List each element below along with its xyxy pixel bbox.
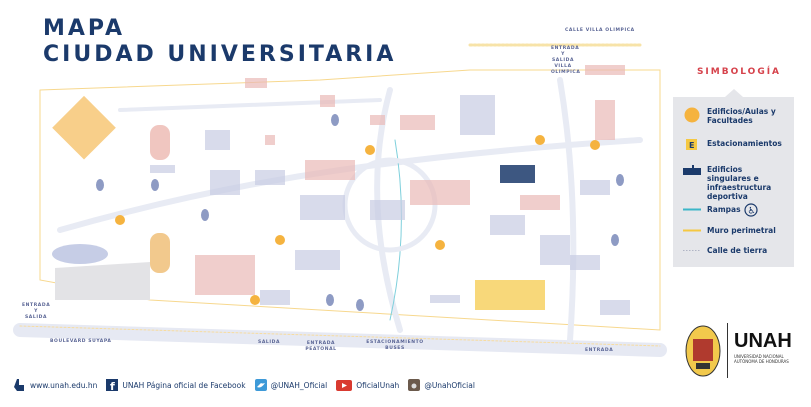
map-label-salida: SALIDA: [258, 340, 281, 345]
campus-building[interactable]: [400, 115, 435, 130]
campus-building[interactable]: [460, 95, 495, 135]
tree-icon: [616, 174, 624, 186]
campus-building[interactable]: [320, 95, 335, 107]
track-south: [150, 233, 170, 273]
legend-item-dirt-road: Calle de tierra: [683, 246, 767, 255]
twitter-icon: [254, 379, 267, 391]
building-marker[interactable]: [590, 140, 600, 150]
legend: Edificios/Aulas y Facultades E Estaciona…: [673, 89, 794, 267]
pointing-hand-icon: [14, 379, 26, 391]
campus-building[interactable]: [305, 160, 355, 180]
youtube-icon: [336, 379, 353, 391]
tree-icon: [331, 114, 339, 126]
campus-building[interactable]: [195, 255, 255, 295]
instagram-icon: [408, 379, 421, 391]
yellow-line-icon: [683, 226, 701, 235]
tree-icon: [326, 294, 334, 306]
dotted-line-icon: [683, 246, 701, 255]
instagram-link[interactable]: @UnahOficial: [408, 379, 475, 391]
tree-icon: [611, 234, 619, 246]
campus-building[interactable]: [370, 200, 405, 220]
hatched-field: [55, 262, 150, 300]
campus-building[interactable]: [260, 290, 290, 305]
tree-icon: [201, 209, 209, 221]
stadium: [52, 244, 108, 264]
legend-item-singular-buildings: Edificios singulares e infraestructura d…: [683, 165, 787, 201]
campus-building[interactable]: [520, 195, 560, 210]
campus-building[interactable]: [205, 130, 230, 150]
campus-building[interactable]: [150, 165, 175, 173]
unah-wordmark: UNAH: [734, 330, 792, 352]
legend-title: SIMBOLOGÍA: [696, 67, 782, 77]
logo-divider: [727, 323, 728, 378]
campus-building[interactable]: [370, 115, 385, 125]
tree-icon: [151, 179, 159, 191]
legend-item-ramps: Rampas ♿: [683, 202, 758, 221]
campus-building[interactable]: [570, 255, 600, 270]
map-label-entrada-villa-olimpica: ENTRADA Y SALIDA VILLA OLIMPICA: [551, 46, 581, 75]
facebook-icon: f: [106, 379, 119, 391]
campus-building[interactable]: [295, 250, 340, 270]
campus-building[interactable]: [245, 78, 267, 88]
tree-icon: [356, 299, 364, 311]
orange-circle-icon: [683, 107, 701, 123]
campus-map[interactable]: [0, 0, 670, 370]
unah-seal-logo: [685, 325, 721, 377]
soccer-field: [52, 95, 116, 160]
building-marker[interactable]: [275, 235, 285, 245]
campus-building[interactable]: [580, 180, 610, 195]
title-line-2: CIUDAD UNIVERSITARIA: [43, 42, 397, 67]
campus-building[interactable]: [255, 170, 285, 185]
unah-subtitle: UNIVERSIDAD NACIONAL AUTÓNOMA DE HONDURA…: [734, 354, 789, 364]
wheelchair-icon: ♿: [743, 202, 758, 221]
map-label-entrada: ENTRADA: [585, 348, 614, 353]
campus-building[interactable]: [300, 195, 345, 220]
campus-building[interactable]: [475, 280, 545, 310]
map-label-estacionamiento-buses: ESTACIONAMIENTO BUSES: [366, 340, 424, 351]
twitter-link[interactable]: @UNAH_Oficial: [254, 379, 327, 391]
svg-text:E: E: [689, 141, 694, 150]
boulevard-road: [13, 323, 667, 357]
campus-building[interactable]: [585, 65, 625, 75]
svg-text:f: f: [110, 380, 115, 391]
title-line-1: MAPA: [43, 16, 126, 41]
website-link[interactable]: www.unah.edu.hn: [14, 379, 97, 391]
svg-text:♿: ♿: [747, 207, 755, 217]
campus-building[interactable]: [500, 165, 535, 183]
building-marker[interactable]: [115, 215, 125, 225]
map-label-entrada-peatonal: ENTRADA PEATONAL: [305, 341, 337, 352]
building-marker[interactable]: [435, 240, 445, 250]
tree-icon: [96, 179, 104, 191]
building-marker[interactable]: [250, 295, 260, 305]
map-label-entrada-salida: ENTRADA Y SALIDA: [22, 303, 51, 320]
parking-e-icon: E: [683, 139, 701, 152]
building-marker[interactable]: [365, 145, 375, 155]
legend-item-buildings: Edificios/Aulas y Facultades: [683, 107, 794, 125]
campus-building[interactable]: [595, 100, 615, 140]
campus-building[interactable]: [410, 180, 470, 205]
campus-building[interactable]: [210, 170, 240, 195]
map-label-calle-villa-olimpica: CALLE VILLA OLIMPICA: [565, 28, 635, 33]
campus-building[interactable]: [540, 235, 570, 265]
legend-item-parking: E Estacionamientos: [683, 139, 782, 152]
teal-line-icon: [683, 205, 701, 214]
legend-item-wall: Muro perimetral: [683, 226, 776, 235]
building-silhouette-icon: [683, 165, 701, 175]
youtube-link[interactable]: OficialUnah: [336, 379, 399, 391]
map-label-boulevard: BOULEVARD SUYAPA: [50, 339, 112, 344]
campus-building[interactable]: [490, 215, 525, 235]
campus-building[interactable]: [265, 135, 275, 145]
campus-building[interactable]: [600, 300, 630, 315]
building-marker[interactable]: [535, 135, 545, 145]
track-north: [150, 125, 170, 160]
campus-building[interactable]: [430, 295, 460, 303]
